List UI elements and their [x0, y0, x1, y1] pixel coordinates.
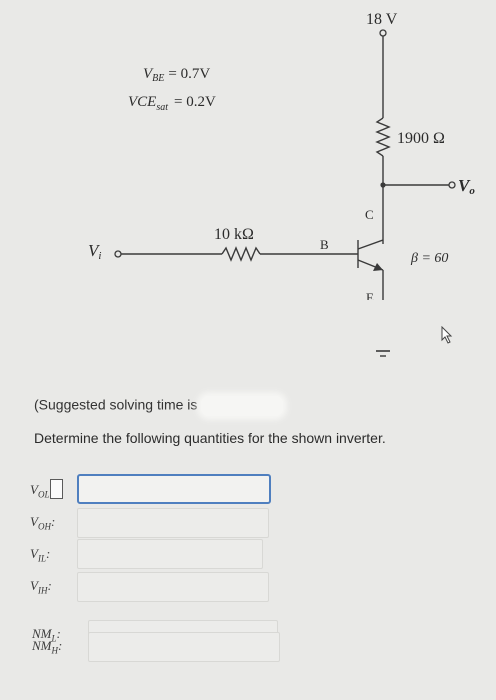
- vol-label-sub: OL: [37, 489, 50, 500]
- emitter-arrow: [373, 263, 383, 271]
- output-terminal: [448, 181, 456, 189]
- vih-input[interactable]: [77, 572, 269, 602]
- vil-label-colon: :: [45, 546, 51, 561]
- nmh-label-main: NM: [32, 638, 52, 653]
- vcesat-spec: VCEsat= 0.2V: [128, 94, 216, 113]
- collector-resistor-label: 1900 Ω: [397, 130, 445, 147]
- redacted-region: [201, 396, 284, 416]
- suggested-time-text: (Suggested solving time is: [34, 396, 198, 413]
- voh-label: VOH:: [30, 514, 55, 532]
- vol-input[interactable]: [77, 474, 271, 504]
- output-label: Vo: [458, 176, 475, 197]
- ground-symbol-lower: [376, 350, 390, 357]
- nmh-label: NMH:: [32, 638, 62, 656]
- voh-input[interactable]: [77, 508, 269, 538]
- nmh-label-colon: :: [58, 638, 63, 653]
- base-label: B: [320, 237, 329, 252]
- suggested-time-note: (Suggested solving time is: [34, 396, 284, 416]
- vih-label-main: V: [30, 578, 38, 593]
- collector-label: C: [365, 207, 374, 222]
- collector-resistor: [375, 117, 391, 157]
- voh-label-colon: :: [50, 514, 56, 529]
- mouse-pointer-icon: [441, 326, 453, 344]
- vih-label-colon: :: [47, 578, 52, 593]
- nml-label-sub: L: [51, 633, 57, 644]
- emitter-label: E: [366, 290, 374, 300]
- vih-label: VIH:: [30, 578, 52, 596]
- question-text: Determine the following quantities for t…: [34, 430, 386, 446]
- nmh-input[interactable]: [88, 632, 280, 662]
- transistor-collector-leg: [357, 239, 384, 250]
- vil-input[interactable]: [77, 539, 263, 569]
- base-resistor-label: 10 kΩ: [214, 226, 254, 243]
- beta-label: β = 60: [410, 251, 448, 266]
- voh-label-sub: OH: [37, 521, 51, 532]
- vil-label-main: V: [30, 546, 38, 561]
- vcc-label: 18 V: [366, 11, 398, 28]
- nml-label-main: NM: [32, 626, 52, 641]
- input-terminal: [114, 250, 122, 258]
- base-resistor: [221, 246, 261, 262]
- text-cursor-icon: [50, 479, 63, 499]
- vih-label-sub: IH: [37, 585, 48, 596]
- vol-label-main: V: [30, 482, 38, 497]
- voh-label-main: V: [30, 514, 38, 529]
- nml-label: NML:: [32, 626, 61, 644]
- nmh-label-sub: H: [51, 645, 59, 656]
- vbe-spec: VBE= 0.7V: [143, 66, 210, 84]
- vcc-terminal: [379, 29, 387, 37]
- input-label: Vi: [88, 241, 101, 262]
- vil-label-sub: IL: [37, 553, 46, 564]
- inverter-circuit-diagram: 18 V 1900 Ω Vo C VBE= 0.7V VCEsat= 0.2V …: [88, 11, 475, 300]
- nml-label-colon: :: [56, 626, 61, 641]
- vil-label: VIL:: [30, 546, 50, 564]
